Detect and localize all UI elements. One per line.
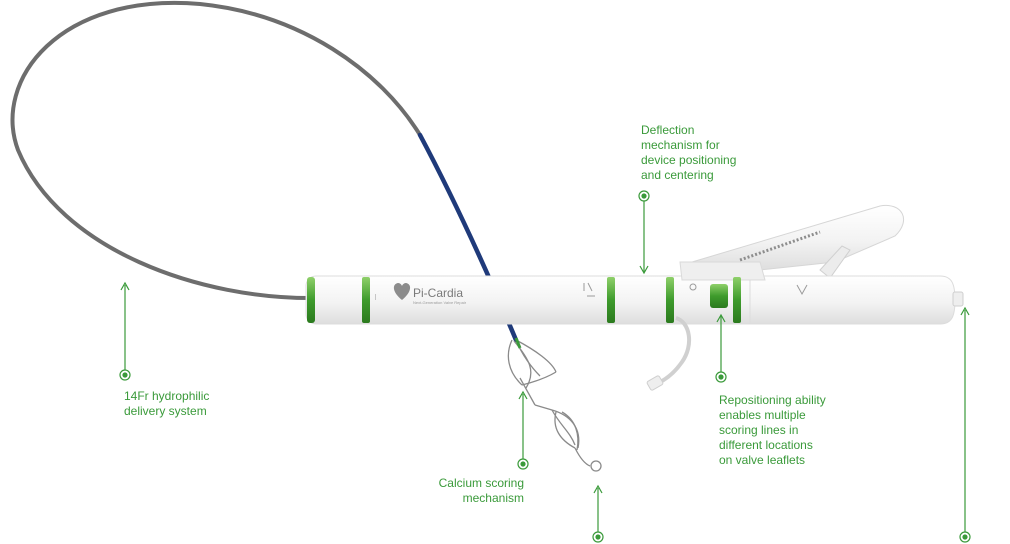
callout-line: and centering: [641, 168, 714, 182]
callout-repositioning: Repositioning ability enables multiple s…: [719, 393, 826, 468]
callout-line: mechanism for: [641, 138, 720, 152]
green-bands: [307, 277, 741, 323]
callout-line: delivery system: [124, 404, 207, 418]
body-markings: [583, 282, 808, 297]
callout-calcium: Calcium scoring mechanism: [424, 476, 524, 506]
callout-line: different locations: [719, 438, 813, 452]
vertical-imprint: —: [373, 294, 379, 300]
callout-line: on valve leaflets: [719, 453, 806, 467]
handle-lever: [681, 204, 905, 279]
side-tube: [659, 316, 692, 384]
handle-body: [305, 261, 964, 325]
callout-delivery: 14Fr hydrophilic delivery system: [124, 389, 209, 419]
callout-line: Deflection: [641, 123, 695, 137]
callout-line: device positioning: [641, 153, 737, 167]
scoring-cage: [507, 339, 602, 472]
callout-deflection: Deflection mechanism for device position…: [641, 123, 736, 183]
callout-pointers: [119, 190, 971, 543]
cage-marker: [514, 337, 522, 349]
brand-tagline: Next-Generation Valve Repair: [413, 300, 467, 305]
callout-line: 14Fr hydrophilic: [124, 389, 210, 403]
heart-icon: [393, 283, 411, 300]
reposition-knob: [710, 284, 728, 308]
brand-name: Pi-Cardia: [413, 286, 464, 300]
callout-line: scoring lines in: [719, 423, 799, 437]
callout-line: Calcium scoring: [438, 476, 524, 490]
callout-line: Repositioning ability: [719, 393, 826, 407]
catheter-loop: [10, 0, 422, 301]
callout-line: mechanism: [462, 491, 524, 505]
callout-line: enables multiple: [719, 408, 806, 422]
brand-block: Pi-Cardia Next-Generation Valve Repair: [413, 287, 466, 306]
